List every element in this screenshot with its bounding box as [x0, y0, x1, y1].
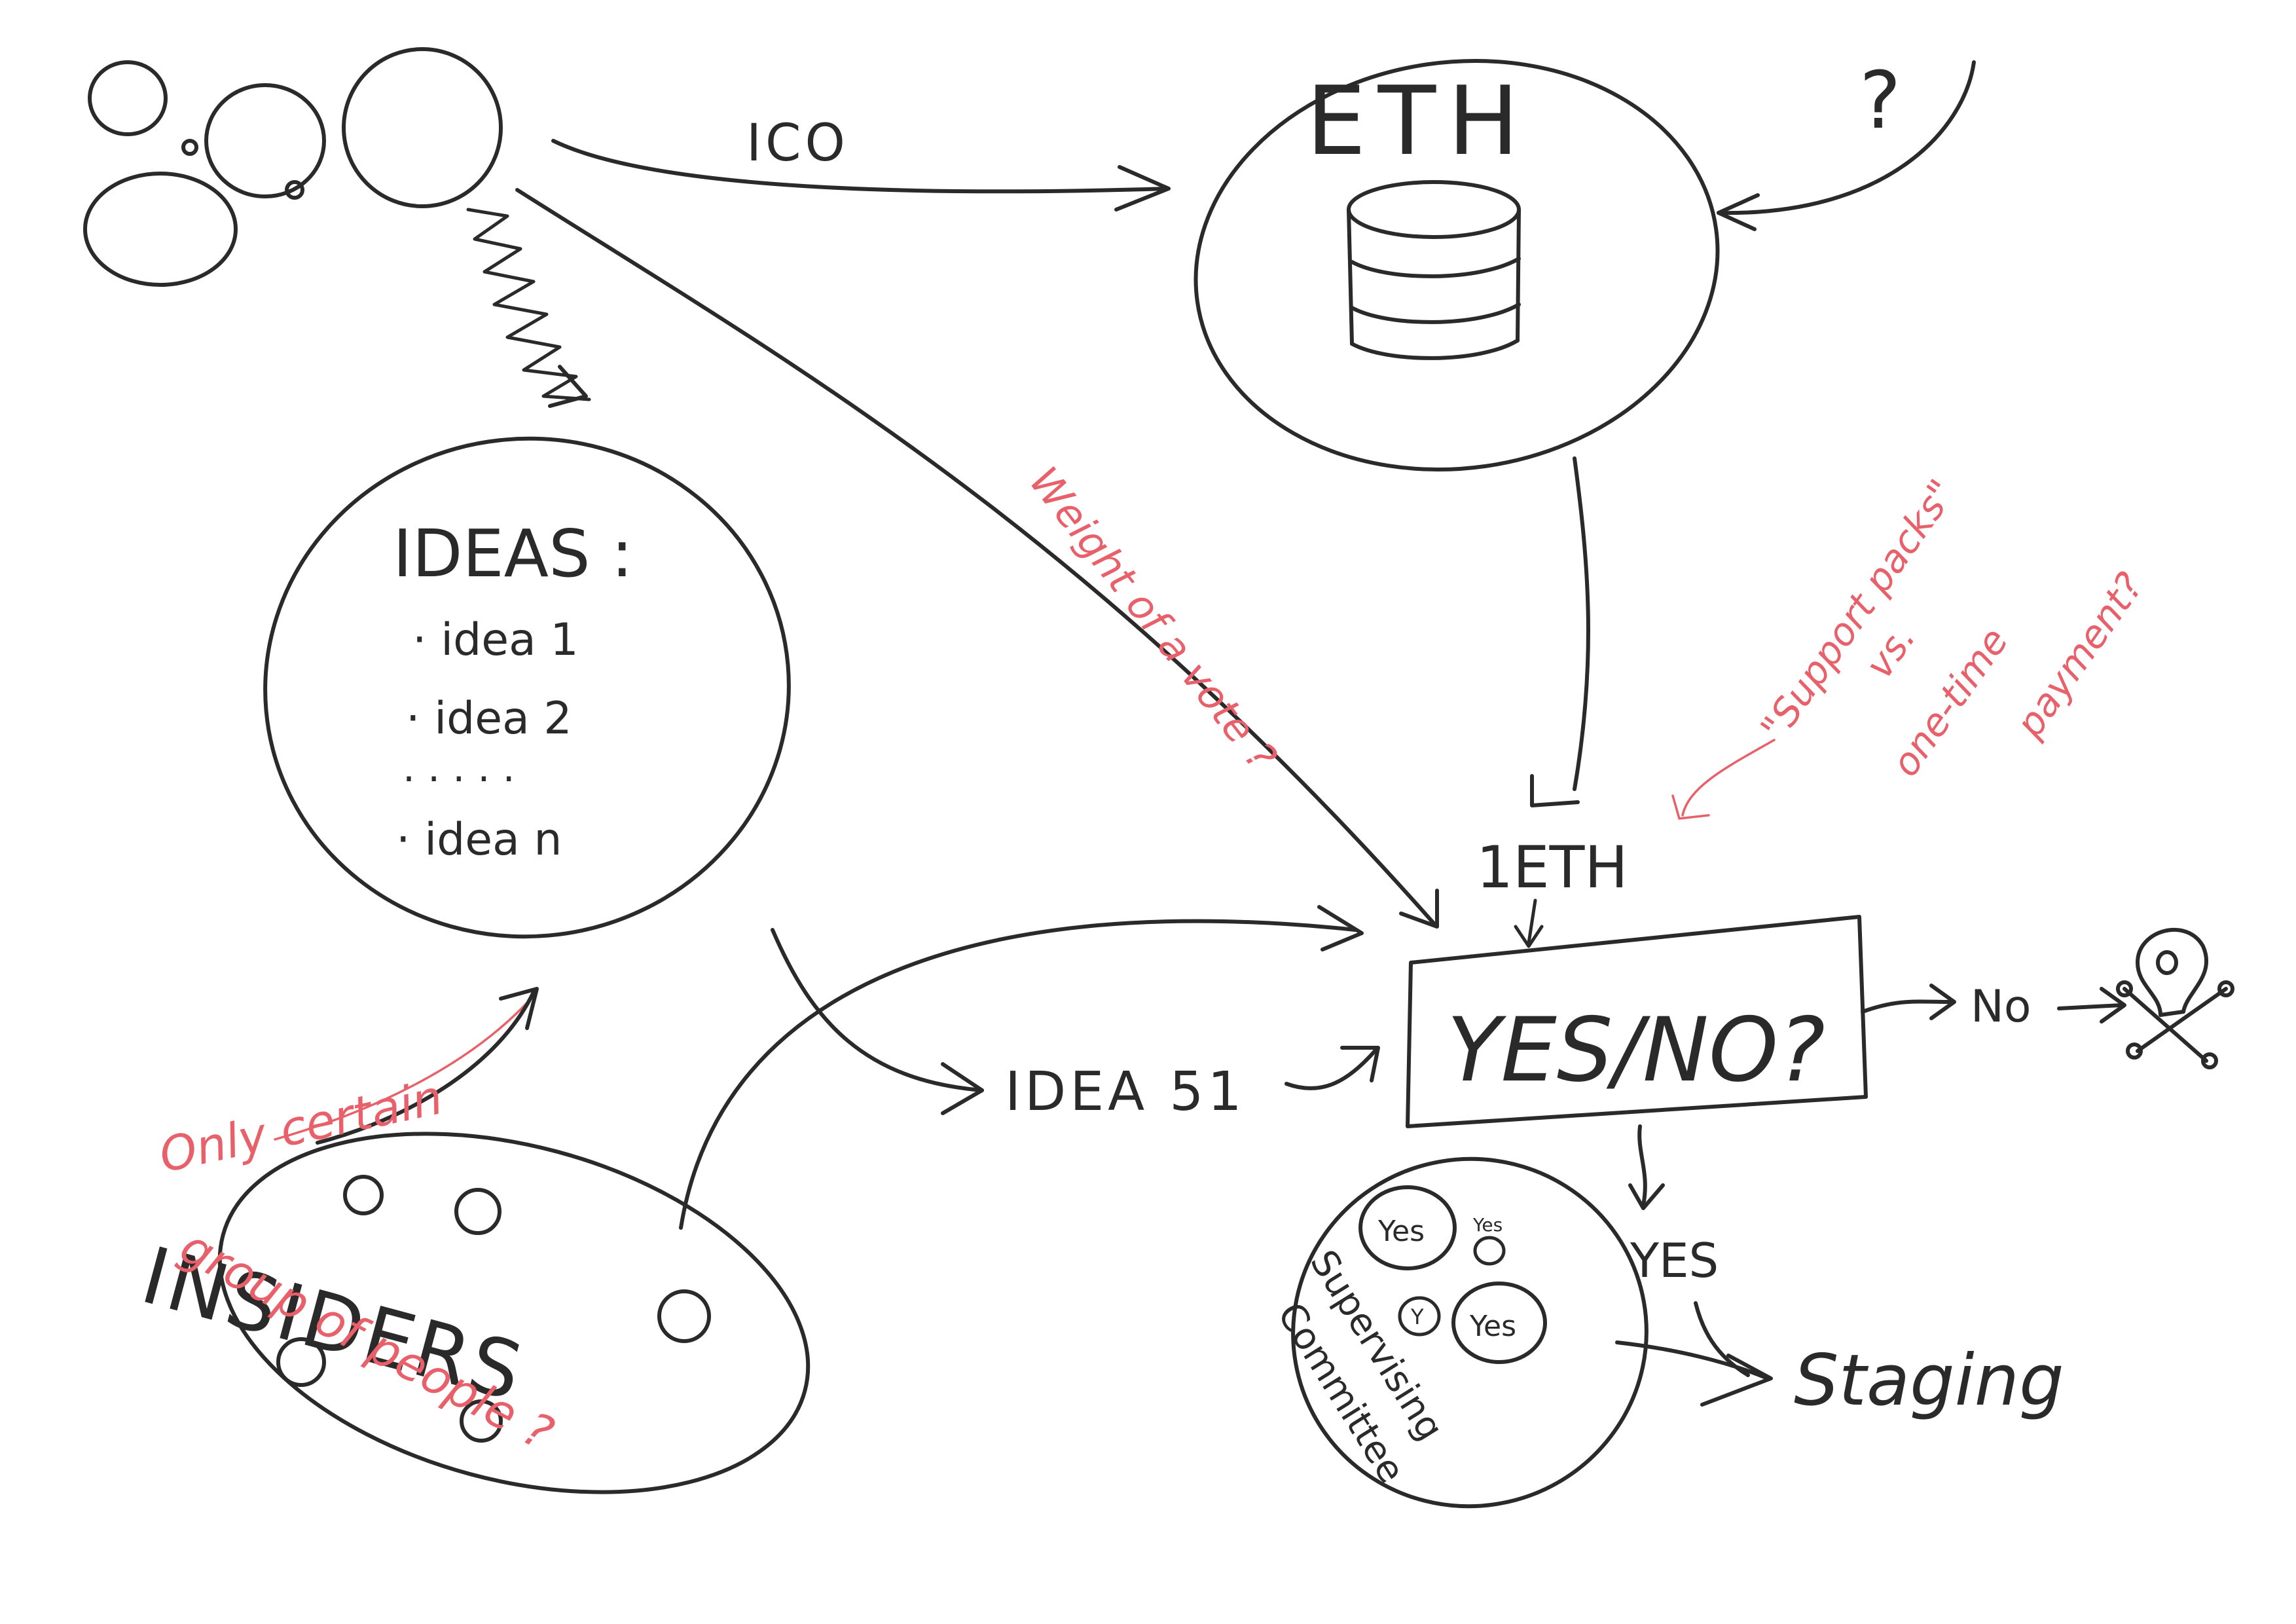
annotation-support-packs-arrow-head — [1671, 794, 1710, 820]
yes-no-label: YES/NO? — [1447, 999, 1825, 1101]
no-arrow-head — [1929, 984, 1956, 1020]
committee-vote-bubble — [1451, 1282, 1547, 1364]
insiders-to-ideas-red-arrow — [274, 991, 538, 1141]
eth-label: ETH — [1306, 66, 1531, 177]
staging-arrow-head — [1700, 1354, 1773, 1407]
zigzag-arrow-head — [548, 365, 588, 408]
idea51-to-vote-arrow — [1285, 1049, 1377, 1090]
one-eth-arrow — [1527, 898, 1537, 945]
committee-to-staging-arrow — [1615, 1340, 1770, 1380]
annotation-only-certain-1: Only certain — [155, 1069, 447, 1183]
crowd-circle — [204, 83, 326, 198]
crowd-circle — [88, 60, 168, 136]
eth-down-arrow-head — [1530, 774, 1580, 807]
yes-down-arrow-head — [1628, 1183, 1665, 1210]
insiders-people-circles — [276, 1175, 711, 1443]
annotation-weight-of-vote: Weight of a vote ? — [1020, 458, 1286, 779]
idea-1: · idea 1 — [412, 614, 579, 666]
crowd-circle — [342, 47, 503, 208]
unknown-source-arrow-head — [1717, 193, 1760, 231]
insiders-to-ideas-arrow — [316, 990, 536, 1145]
unknown-source-arrow — [1717, 60, 1976, 215]
committee-vote-small: Y — [1410, 1304, 1424, 1329]
no-label: No — [1971, 981, 2031, 1033]
no-to-skull-arrow-head — [2100, 987, 2126, 1024]
idea51-to-vote-arrow-head — [1340, 1046, 1380, 1082]
database-icon — [1347, 180, 1521, 360]
staging-label: Staging — [1794, 1340, 2064, 1422]
unknown-source-label: ? — [1859, 56, 1901, 147]
committee-vote-bubble — [1473, 1236, 1506, 1266]
idea-n: · idea n — [396, 814, 562, 866]
insiders-to-vote-arrow-head — [1317, 905, 1364, 951]
eth-circle — [1194, 59, 1720, 471]
yes-down-arrow — [1637, 1124, 1647, 1207]
ideas-to-idea51-arrow — [771, 928, 984, 1092]
insiders-to-ideas-arrow-head — [499, 987, 539, 1030]
committee-vote-bubble — [1398, 1296, 1441, 1337]
ideas-circle — [263, 436, 791, 939]
insiders-ellipse — [217, 1132, 811, 1494]
ico-arrow — [551, 139, 1171, 194]
no-to-skull-arrow — [2057, 1003, 2123, 1010]
committee-vote-yes-2: Yes — [1472, 1214, 1503, 1236]
crowd-circles — [83, 47, 503, 287]
ideas-title: IDEAS : — [393, 515, 633, 592]
one-eth-arrow-head — [1514, 925, 1544, 948]
vote-weight-arrow — [515, 188, 1436, 925]
yes-no-box — [1406, 915, 1868, 1128]
annotation-support-packs-arrow — [1681, 739, 1776, 817]
committee-vote-yes-3: Yes — [1469, 1310, 1516, 1343]
idea-2: · idea 2 — [406, 693, 572, 745]
crowd-circle — [285, 180, 304, 200]
no-arrow — [1861, 999, 1953, 1014]
idea-dots: · · · · · — [403, 756, 515, 802]
ico-arrow-head — [1114, 165, 1171, 212]
annotation-support-packs-4: payment? — [2007, 564, 2152, 746]
crowd-circle — [83, 172, 238, 287]
committee-vote-yes-1: Yes — [1377, 1215, 1425, 1248]
eth-down-arrow — [1573, 456, 1590, 791]
crowd-circle — [181, 139, 198, 156]
skull-crossbones-icon — [2116, 928, 2234, 1069]
committee-circle — [1291, 1156, 1649, 1509]
insiders-to-vote-arrow — [679, 919, 1357, 1230]
one-eth-label: 1ETH — [1476, 834, 1628, 901]
idea-51-label: IDEA 51 — [1005, 1061, 1246, 1123]
zigzag-arrow — [466, 208, 591, 401]
vote-weight-arrow-head — [1399, 889, 1439, 929]
committee-vote-bubble — [1358, 1185, 1457, 1270]
ico-label: ICO — [746, 114, 849, 173]
yes-label: YES — [1630, 1233, 1719, 1288]
ideas-to-idea51-arrow-head — [941, 1062, 984, 1115]
